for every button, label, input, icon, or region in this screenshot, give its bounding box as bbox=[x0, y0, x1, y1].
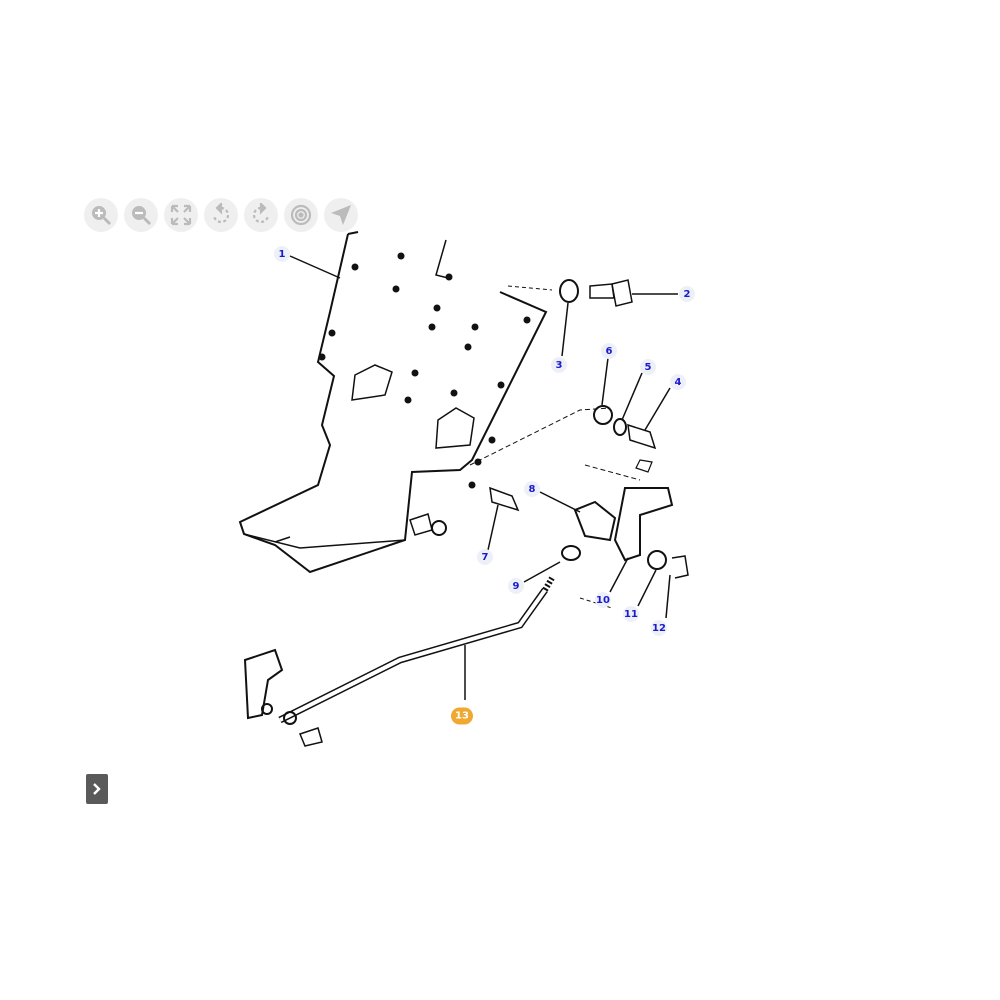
rotate-left-icon bbox=[212, 203, 230, 224]
rotate-right-button[interactable] bbox=[244, 198, 278, 232]
navigate-icon bbox=[331, 205, 351, 225]
callout-9[interactable]: 9 bbox=[508, 578, 524, 594]
zoom-out-button[interactable] bbox=[124, 198, 158, 232]
callout-7[interactable]: 7 bbox=[477, 549, 493, 565]
viewer-toolbar bbox=[84, 198, 358, 232]
callout-4[interactable]: 4 bbox=[670, 374, 686, 390]
rotate-right-icon bbox=[252, 203, 270, 224]
zoom-in-icon bbox=[92, 206, 112, 226]
callout-5[interactable]: 5 bbox=[640, 359, 656, 375]
callout-12[interactable]: 12 bbox=[651, 620, 667, 636]
callout-6[interactable]: 6 bbox=[601, 343, 617, 359]
navigate-button[interactable] bbox=[324, 198, 358, 232]
callout-8[interactable]: 8 bbox=[524, 481, 540, 497]
target-button[interactable] bbox=[284, 198, 318, 232]
chevron-right-icon bbox=[93, 783, 101, 795]
fit-screen-button[interactable] bbox=[164, 198, 198, 232]
callout-13-selected[interactable]: 13 bbox=[451, 707, 473, 725]
fit-screen-icon bbox=[170, 204, 192, 226]
target-icon bbox=[290, 204, 312, 226]
callout-10[interactable]: 10 bbox=[595, 592, 611, 608]
mounting-plate bbox=[238, 233, 548, 574]
callout-2[interactable]: 2 bbox=[679, 286, 695, 302]
zoom-out-icon bbox=[132, 206, 152, 226]
callout-1[interactable]: 1 bbox=[274, 246, 290, 262]
expand-panel-button[interactable] bbox=[86, 774, 108, 804]
callout-11[interactable]: 11 bbox=[623, 606, 639, 622]
callout-3[interactable]: 3 bbox=[551, 357, 567, 373]
rotate-left-button[interactable] bbox=[204, 198, 238, 232]
zoom-in-button[interactable] bbox=[84, 198, 118, 232]
